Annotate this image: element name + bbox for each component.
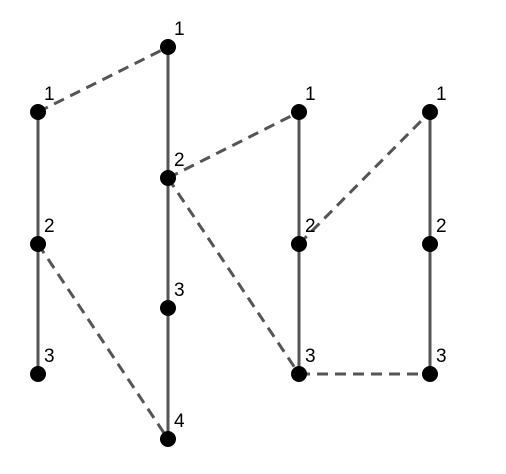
node-label-c3n1: 1 bbox=[305, 84, 316, 105]
node-c2n2 bbox=[160, 170, 176, 186]
node-c3n3 bbox=[291, 366, 307, 382]
node-c4n3 bbox=[422, 366, 438, 382]
node-label-c2n4: 4 bbox=[174, 411, 185, 432]
node-label-c2n2: 2 bbox=[174, 150, 185, 171]
node-label-c2n3: 3 bbox=[174, 280, 185, 301]
node-c3n1 bbox=[291, 104, 307, 120]
node-label-c3n3: 3 bbox=[305, 346, 316, 367]
labels-layer: 1 2 3 1 2 3 4 1 2 3 1 2 3 bbox=[44, 19, 447, 432]
node-c2n1 bbox=[160, 39, 176, 55]
node-label-c3n2: 2 bbox=[305, 216, 316, 237]
node-c1n1 bbox=[30, 104, 46, 120]
edges-layer bbox=[36, 45, 432, 440]
dashed-edge-c1n1-c2n1 bbox=[37, 45, 169, 114]
node-label-c1n1: 1 bbox=[44, 84, 55, 105]
dashed-edge-c2n2-c3n1 bbox=[167, 110, 300, 180]
node-c4n1 bbox=[422, 104, 438, 120]
nodes-layer bbox=[30, 39, 438, 447]
node-c3n2 bbox=[291, 236, 307, 252]
node-c2n3 bbox=[160, 300, 176, 316]
dashed-edge-c3n2-c4n1 bbox=[297, 110, 432, 246]
node-c4n2 bbox=[422, 236, 438, 252]
node-label-c4n3: 3 bbox=[436, 346, 447, 367]
node-c1n3 bbox=[30, 366, 46, 382]
node-label-c4n1: 1 bbox=[436, 84, 447, 105]
dashed-edge-c2n2-c3n3 bbox=[166, 177, 301, 375]
node-c2n4 bbox=[160, 431, 176, 447]
dashed-edge-c1n2-c2n4 bbox=[36, 243, 170, 440]
node-label-c2n1: 1 bbox=[174, 19, 185, 40]
node-label-c4n2: 2 bbox=[436, 216, 447, 237]
node-label-c1n2: 2 bbox=[44, 216, 55, 237]
node-c1n2 bbox=[30, 236, 46, 252]
node-label-c1n3: 3 bbox=[44, 346, 55, 367]
